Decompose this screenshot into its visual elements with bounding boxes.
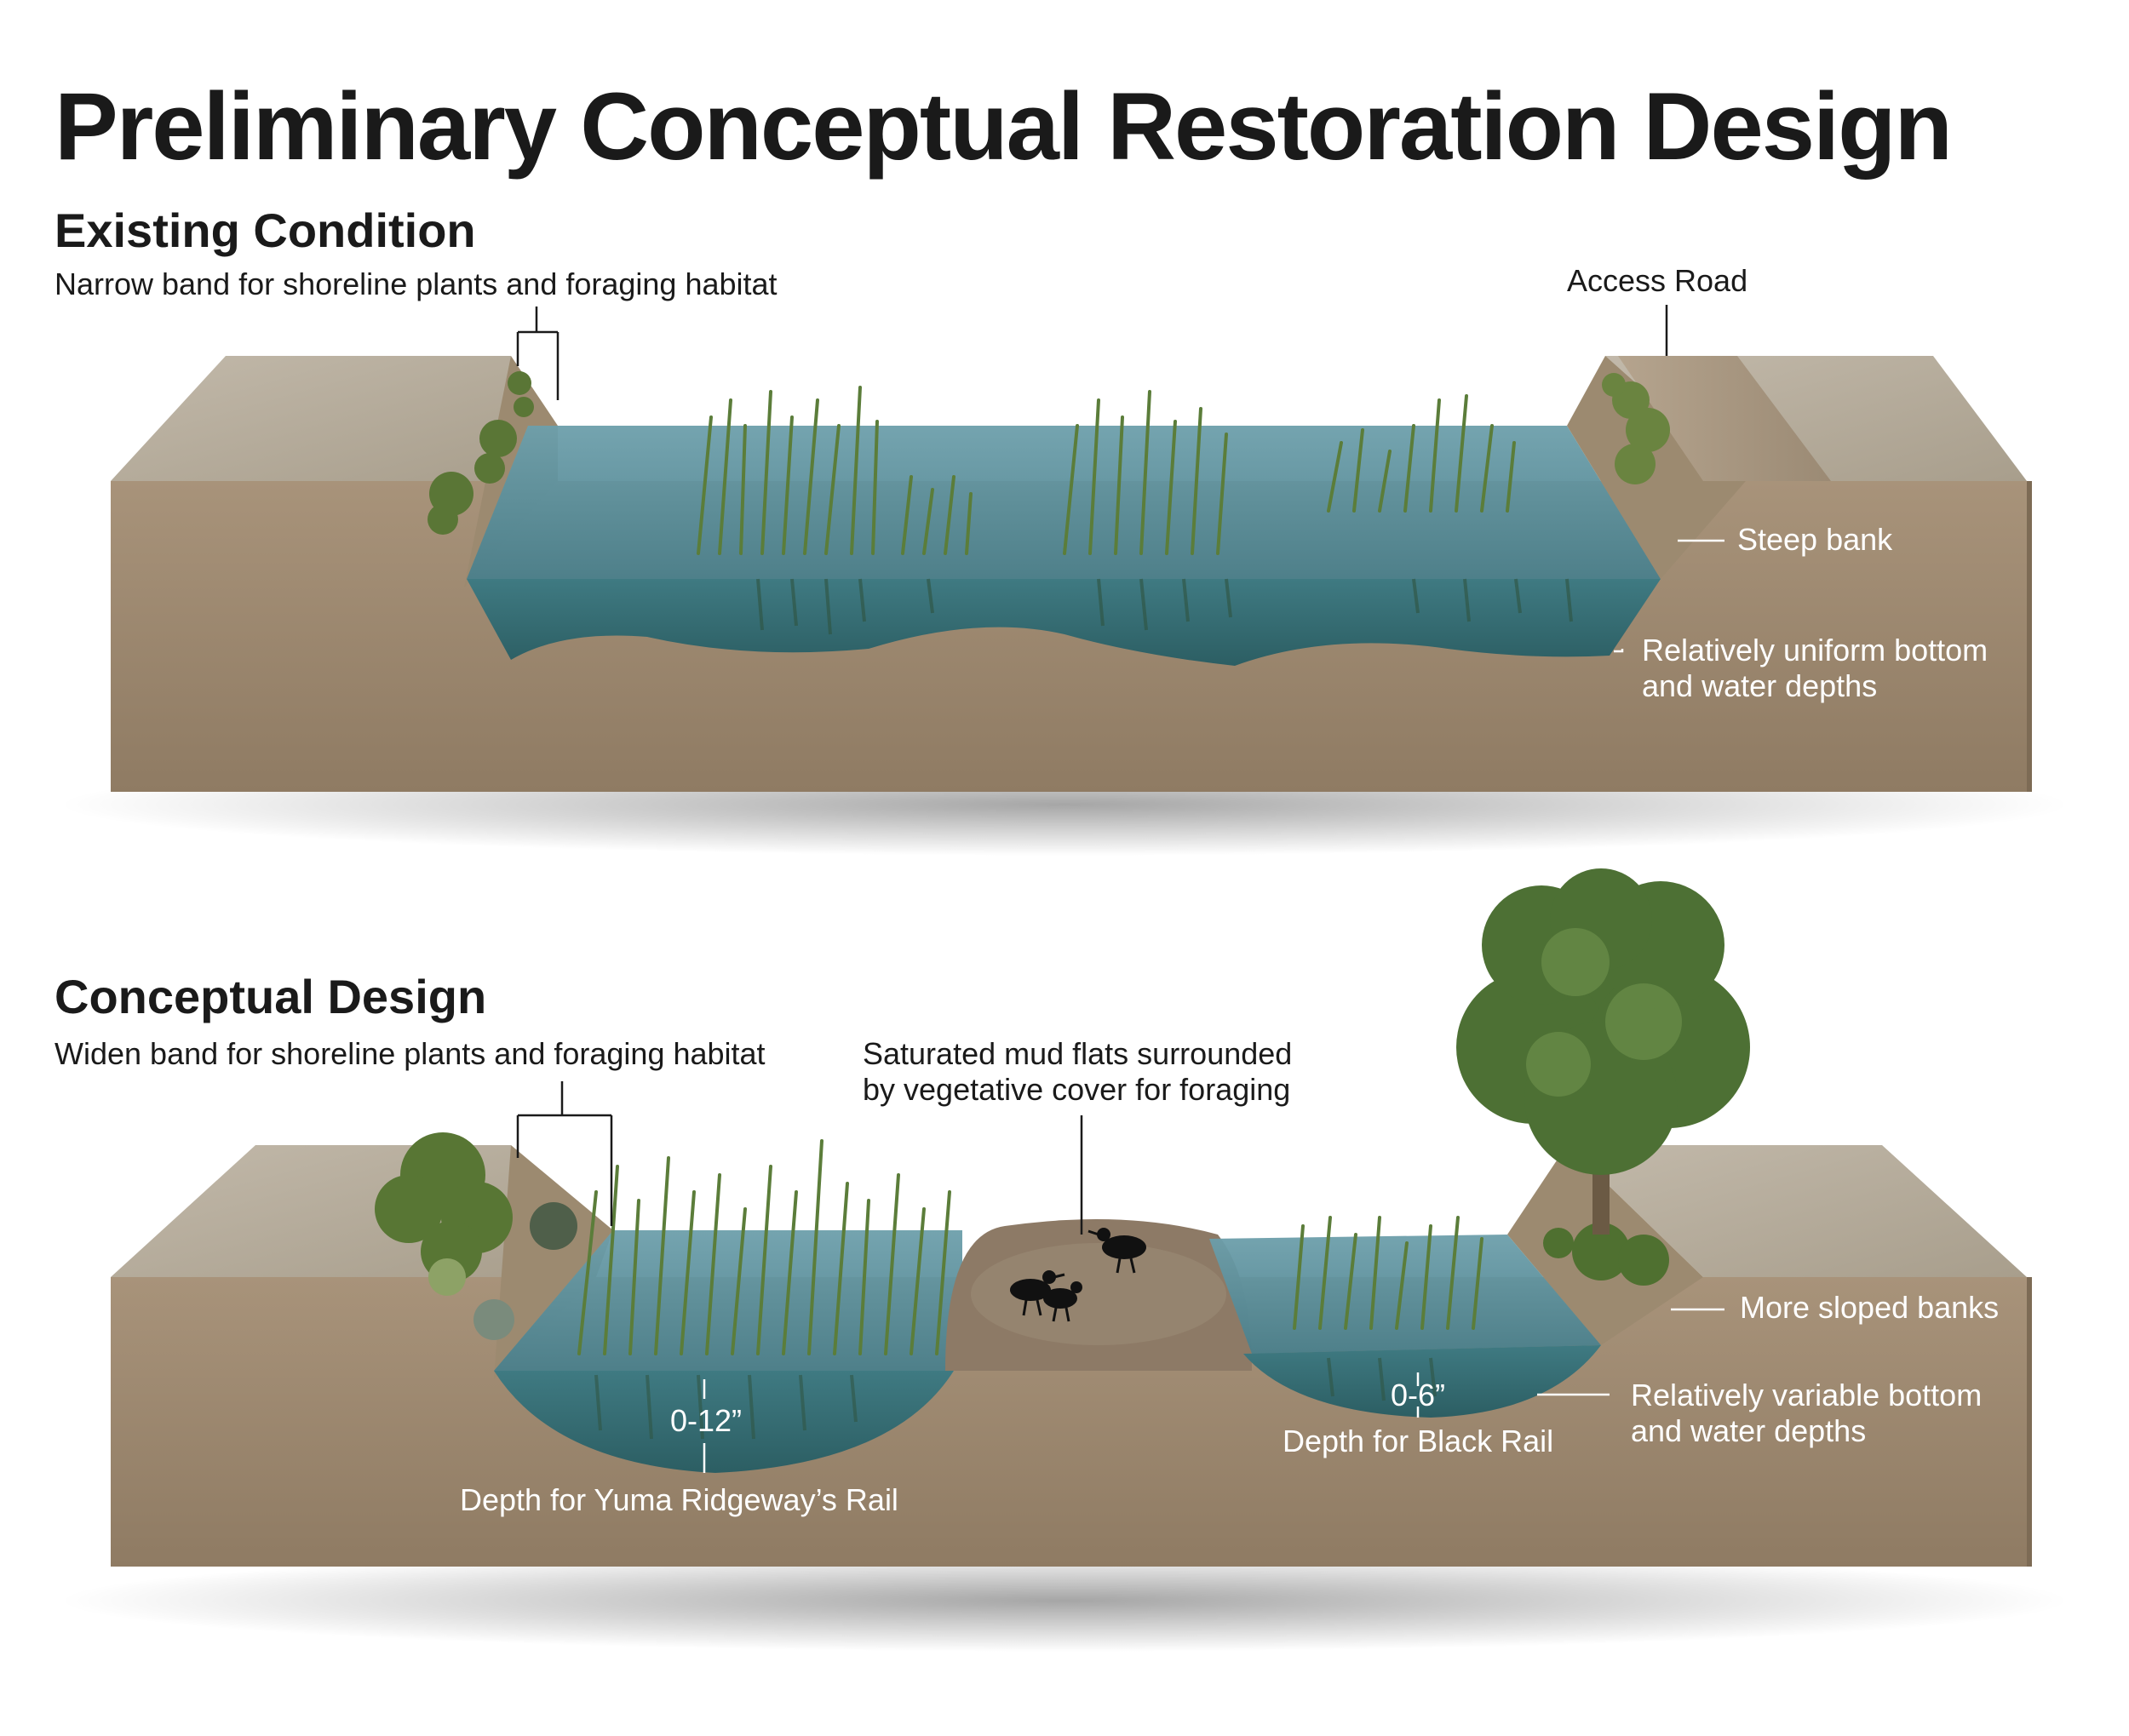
- right-pond-bowl: [1243, 1345, 1601, 1418]
- label-mud-flats-line-2: by vegetative cover for foraging: [863, 1072, 1291, 1107]
- page-title: Preliminary Conceptual Restoration Desig…: [55, 73, 1953, 180]
- reed-clumps: [697, 386, 1516, 555]
- label-variable-bottom-line-1: Relatively variable bottom: [1631, 1378, 1983, 1412]
- design-block: [60, 868, 2069, 1652]
- label-widen-band: Widen band for shoreline plants and fora…: [55, 1036, 766, 1071]
- existing-block: [60, 356, 2069, 856]
- section-heading-design: Conceptual Design: [55, 970, 487, 1023]
- leader-lines-light: [703, 539, 1724, 1473]
- water-surface: [467, 426, 1661, 579]
- label-depth-black: Depth for Black Rail: [1283, 1424, 1554, 1458]
- rail-bird-icon: [1087, 1228, 1146, 1274]
- left-sloped-bank: [494, 1145, 613, 1379]
- leader-lines: [516, 305, 1668, 1235]
- label-uniform-bottom: Relatively uniform bottom and water dept…: [1642, 633, 1988, 704]
- label-variable-bottom: Relatively variable bottom and water dep…: [1631, 1378, 1982, 1449]
- right-shrubs: [1543, 1223, 1669, 1286]
- depth-value-black: 0-6”: [1390, 1378, 1446, 1412]
- label-sloped-banks: More sloped banks: [1740, 1290, 2000, 1325]
- label-uniform-bottom-line-1: Relatively uniform bottom: [1642, 633, 1988, 667]
- reed-clumps: [577, 1139, 1483, 1355]
- label-mud-flats: Saturated mud flats surrounded by vegeta…: [863, 1036, 1292, 1108]
- water-cross-section: [467, 579, 1661, 666]
- section-heading-existing: Existing Condition: [55, 203, 476, 257]
- mud-texture: [971, 1243, 1226, 1345]
- soil-side-face: [2027, 481, 2032, 792]
- reed-reflections: [594, 1357, 1437, 1440]
- label-steep-bank: Steep bank: [1737, 522, 1893, 557]
- left-shrubs: [375, 1132, 577, 1340]
- rail-bird-icon: [1043, 1281, 1082, 1322]
- left-plateau: [111, 356, 558, 481]
- label-mud-flats-line-1: Saturated mud flats surrounded: [863, 1036, 1293, 1071]
- access-road: [1618, 356, 1831, 481]
- rail-bird-icon: [1010, 1270, 1065, 1316]
- reed-reflections: [756, 578, 1573, 635]
- left-pond-bowl: [494, 1371, 954, 1473]
- tree: [1456, 868, 1750, 1235]
- left-shrubs: [428, 371, 534, 535]
- label-depth-yuma: Depth for Yuma Ridgeway’s Rail: [460, 1482, 898, 1517]
- soil-side-face: [2027, 1277, 2032, 1567]
- label-access-road: Access Road: [1567, 263, 1748, 298]
- label-uniform-bottom-line-2: and water depths: [1642, 668, 1878, 703]
- label-narrow-band: Narrow band for shoreline plants and for…: [55, 266, 778, 301]
- label-variable-bottom-line-2: and water depths: [1631, 1413, 1867, 1448]
- right-plateau: [1567, 1145, 2027, 1277]
- depth-value-yuma: 0-12”: [670, 1403, 743, 1438]
- right-shrubs: [1602, 373, 1670, 484]
- right-pond-surface: [1209, 1235, 1601, 1354]
- rail-bird-icons: [1010, 1228, 1146, 1322]
- block-shadow: [60, 1550, 2069, 1652]
